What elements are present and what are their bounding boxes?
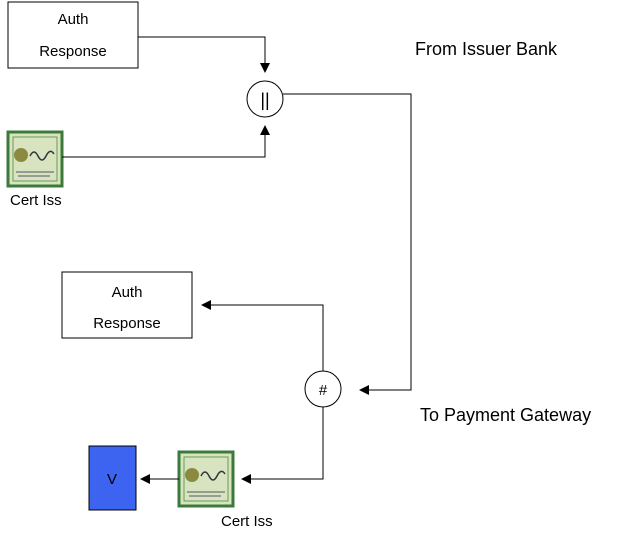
certificate-icon-bottom — [177, 450, 235, 508]
verify-box: V — [88, 445, 137, 511]
auth-response-bottom-line2: Response — [93, 315, 161, 332]
concatenation-node: || — [246, 80, 284, 118]
from-issuer-bank-caption: From Issuer Bank — [415, 39, 558, 59]
connector-concat-to-hash — [283, 93, 412, 395]
concatenation-symbol: || — [260, 90, 269, 110]
connector-auth-to-concat — [138, 36, 270, 73]
connector-cert-to-concat — [62, 125, 270, 158]
auth-response-bottom-line1: Auth — [112, 284, 143, 301]
verify-label: V — [107, 471, 117, 488]
hash-symbol: # — [319, 382, 328, 399]
auth-response-top-line1: Auth — [58, 11, 89, 28]
auth-response-top-line2: Response — [39, 43, 107, 60]
connector-hash-to-cert — [241, 407, 324, 484]
to-payment-gateway-caption: To Payment Gateway — [420, 405, 591, 425]
cert-iss-label-bottom: Cert Iss — [221, 513, 273, 530]
hash-node: # — [304, 370, 342, 408]
connector-hash-to-auth — [201, 300, 324, 371]
auth-response-box-bottom: Auth Response — [61, 271, 193, 339]
certificate-icon-top — [6, 130, 64, 188]
cert-iss-label-top: Cert Iss — [10, 192, 62, 209]
auth-response-box-top: Auth Response — [7, 1, 139, 69]
